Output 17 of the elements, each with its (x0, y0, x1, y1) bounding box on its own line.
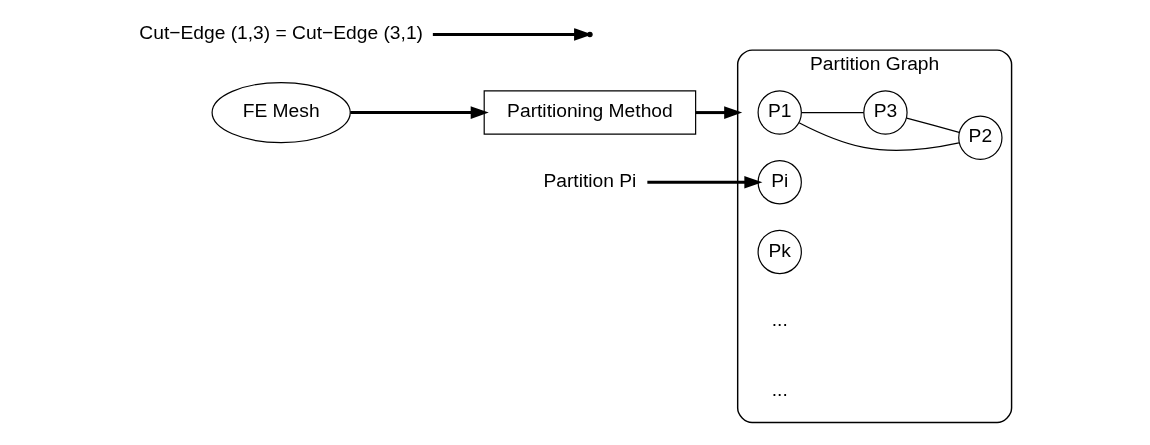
node-circle: P3 (862, 90, 908, 135)
arrow (695, 106, 742, 119)
node-ellipse: FE Mesh (211, 81, 351, 144)
label: ... (771, 378, 788, 400)
node-box: Partitioning Method (483, 90, 696, 135)
arrow (646, 175, 762, 189)
label: ... (771, 309, 788, 331)
arrow (349, 106, 489, 119)
connector (905, 117, 960, 133)
node-circle: Pi (757, 160, 802, 205)
node-text: Cut−Edge (1,3) = Cut−Edge (3,1) (138, 22, 423, 44)
node-circle: P1 (757, 90, 802, 135)
connector (797, 122, 960, 151)
connector (800, 112, 864, 114)
node-circle: P2 (957, 115, 1003, 161)
node-text: Partition Pi (542, 169, 636, 191)
node-circle: Pk (757, 229, 802, 275)
